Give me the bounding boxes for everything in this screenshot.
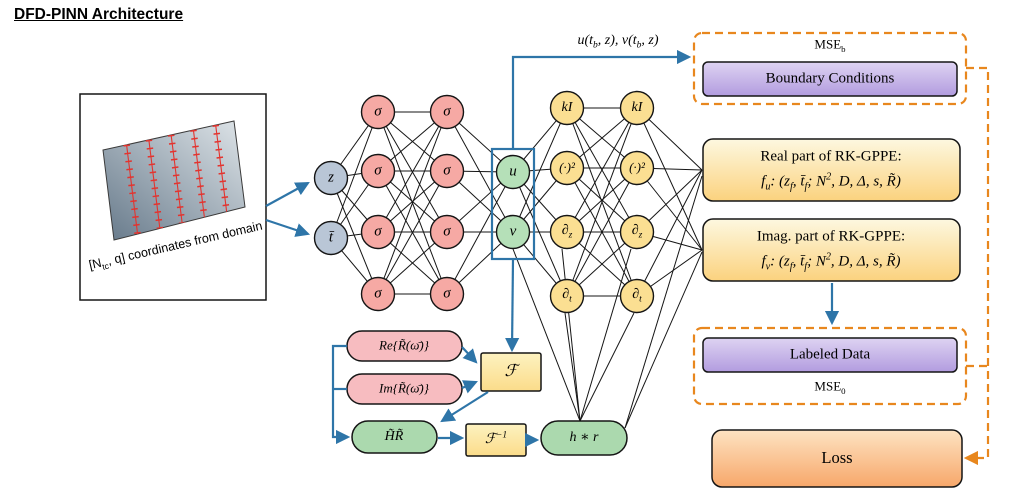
hidden-node	[360, 214, 396, 250]
page-title: DFD-PINN Architecture	[14, 6, 184, 23]
hidden-node-label: σ	[443, 223, 451, 240]
im-response-label: Im{R̃(ω̄)}	[379, 380, 429, 396]
hidden-node-label: σ	[374, 285, 382, 302]
hidden-node	[429, 276, 465, 312]
operator-node	[619, 150, 655, 186]
hidden-node-label: σ	[443, 285, 451, 302]
output-node	[495, 214, 531, 250]
op-node-label-dz: ∂z	[631, 222, 643, 241]
uv-output-frame	[490, 147, 536, 261]
hidden-node-label: σ	[374, 223, 382, 240]
hidden-node	[360, 276, 396, 312]
imag-rkgppe-box	[702, 218, 961, 282]
loss-label: Loss	[821, 447, 853, 467]
real-rkgppe-box	[702, 138, 961, 202]
real-rkgppe-equation: fu: (zf, t̄f; N2, D, Δ, s, R̃)	[761, 171, 901, 193]
operator-node	[549, 150, 585, 186]
hidden-node-label: σ	[374, 103, 382, 120]
input-node	[313, 160, 349, 196]
uv-boundary-label: u(tb, z), v(tb, z)	[577, 32, 659, 51]
convolution-stadium	[540, 420, 628, 456]
op-node-label-dt: ∂t	[562, 286, 572, 305]
fourier-box	[480, 352, 542, 392]
inverse-fourier-label: ℱ−1	[484, 430, 508, 447]
input-node-label-z: z	[328, 169, 334, 186]
hidden-node-label: σ	[443, 162, 451, 179]
collocation-points	[123, 124, 230, 235]
imag-rkgppe-title: Imag. part of RK-GPPE:	[756, 228, 906, 245]
op-node-label-square: (·)²	[629, 159, 645, 175]
hidden-node	[429, 153, 465, 189]
convolution-label: h ∗ r	[569, 430, 599, 446]
loss-box	[711, 429, 963, 488]
op-node-label-dt: ∂t	[632, 286, 642, 305]
network-nodes	[313, 90, 655, 314]
loss-routing-arrows	[963, 66, 990, 466]
op-node-label-ki: kI	[631, 100, 643, 116]
operator-node	[549, 214, 585, 250]
operator-node	[619, 90, 655, 126]
flow-arrows	[265, 49, 840, 448]
hr-product-label: H̃R̃	[384, 429, 404, 445]
hidden-node	[360, 153, 396, 189]
imag-rkgppe-equation: fv: (zf, t̄f; N2, D, Δ, s, R̃)	[761, 251, 901, 273]
output-node	[495, 154, 531, 190]
hr-product-stadium	[351, 420, 438, 454]
hidden-node	[360, 94, 396, 130]
boundary-conditions-box	[702, 61, 958, 97]
real-rkgppe-title: Real part of RK-GPPE:	[760, 148, 902, 165]
hidden-node	[429, 94, 465, 130]
hidden-node-label: σ	[374, 162, 382, 179]
fourier-label: ℱ	[504, 360, 518, 380]
mse-b-dashed-box	[692, 31, 968, 106]
input-node-label-tbar: t̄	[328, 229, 334, 246]
operator-node	[549, 90, 585, 126]
mse-b-label: MSEb	[814, 36, 846, 54]
labeled-data-box	[702, 337, 958, 373]
hidden-node	[429, 214, 465, 250]
op-node-label-dz: ∂z	[561, 222, 573, 241]
input-node	[313, 220, 349, 256]
mse-0-label: MSE0	[814, 378, 846, 396]
boundary-conditions-label: Boundary Conditions	[765, 70, 895, 87]
operator-node	[549, 278, 585, 314]
labeled-data-label: Labeled Data	[789, 346, 871, 363]
output-node-label-u: u	[509, 163, 517, 180]
output-node-label-v: v	[509, 223, 517, 240]
hidden-node-label: σ	[443, 103, 451, 120]
op-node-label-square: (·)²	[559, 159, 575, 175]
operator-node	[619, 278, 655, 314]
op-node-label-ki: kI	[561, 100, 573, 116]
mse-0-dashed-box	[692, 326, 968, 406]
operator-node	[619, 214, 655, 250]
re-response-label: Re{R̃(ω̄)}	[379, 337, 429, 353]
